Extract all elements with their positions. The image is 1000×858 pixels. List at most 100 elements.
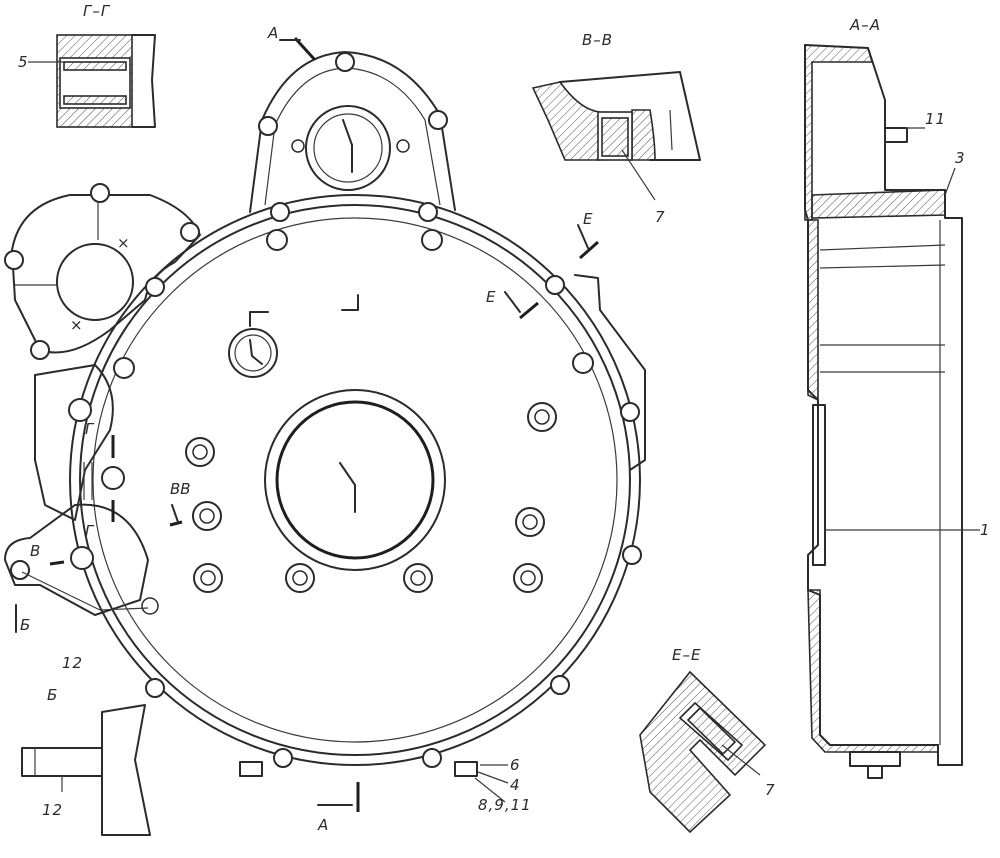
- callout-12-view: 12: [42, 801, 63, 819]
- section-g-g-break: [131, 34, 156, 128]
- section-e-e-body: [639, 670, 767, 834]
- section-a-a-outline: [804, 44, 963, 766]
- cut-a-top-mark: [293, 36, 317, 62]
- section-a-a-wall-bottom: [807, 589, 939, 753]
- leader-8-9-11: [474, 777, 506, 803]
- flange-bolt-hole: [620, 402, 640, 422]
- plug-12-hole: [141, 597, 159, 615]
- bolt-hole: [90, 183, 110, 203]
- section-v-v-body-right: [631, 109, 656, 161]
- section-g-g: Г–Г 5: [18, 2, 156, 128]
- section-v-v-edge: [669, 109, 673, 151]
- flange-bolt-hole: [550, 675, 570, 695]
- cut-a-bottom-label: А: [317, 816, 328, 834]
- callout-7-ee: 7: [765, 781, 776, 799]
- view-b-plug-12: [21, 747, 103, 777]
- bolt-hole: [68, 398, 92, 422]
- cross-mark: ×: [117, 234, 130, 252]
- inner-boss-hole: [200, 570, 216, 586]
- top-boss-opening-inner: [313, 113, 383, 183]
- callout-12-main: 12: [62, 654, 83, 672]
- inner-boss-hole: [292, 570, 308, 586]
- cut-g-lower-label: Г: [85, 522, 95, 540]
- section-v-v: В–В 7: [531, 31, 701, 226]
- inner-boss-hole: [199, 508, 215, 524]
- callout-11: 11: [925, 110, 946, 128]
- central-bore-inner: [275, 400, 435, 560]
- section-a-a-flange: [811, 189, 946, 219]
- cut-vv-label: ВВ: [170, 480, 191, 498]
- flange-bolt-hole: [622, 545, 642, 565]
- flange-bolt-hole: [266, 229, 288, 251]
- central-bore-outer: [264, 389, 446, 571]
- section-v-v-insert: [601, 117, 629, 157]
- inner-boss-hole: [534, 409, 550, 425]
- flange-bolt-hole: [421, 229, 443, 251]
- housing-flange-inner: [79, 204, 631, 756]
- section-e-e-insert: [686, 706, 737, 756]
- section-e-e-title: Е–Е: [672, 646, 701, 664]
- leader-7-vv: [621, 149, 656, 201]
- cut-e-upper-label: Е: [583, 210, 593, 228]
- callout-3: 3: [955, 149, 966, 167]
- inner-boss-hole: [192, 444, 208, 460]
- inner-boss-hole: [520, 570, 536, 586]
- cut-v-small-mark: [49, 560, 65, 566]
- cut-vv-mark: [169, 520, 183, 527]
- section-a-a-bottom-pad: [849, 751, 901, 767]
- section-v-v-body-left: [531, 81, 601, 161]
- left-lug: [34, 364, 114, 521]
- section-g-g-bushing: [63, 95, 127, 105]
- leader-12: [21, 571, 101, 611]
- view-corner-marker: [341, 294, 359, 311]
- housing-outer-flange: [69, 194, 641, 766]
- bolt-hole: [428, 110, 448, 130]
- view-corner-marker: [249, 311, 269, 327]
- section-a-a-rib: [819, 244, 946, 251]
- leader-12: [99, 607, 149, 611]
- section-a-a-stud: [884, 127, 908, 143]
- flange-bolt-hole: [273, 748, 293, 768]
- bolt-hole: [335, 52, 355, 72]
- central-bore-break-line: [339, 462, 356, 513]
- cut-v-small-label: В: [30, 542, 40, 560]
- callout-1: 1: [980, 521, 991, 539]
- section-a-a-wall-mid: [807, 219, 819, 402]
- flange-bolt-hole: [113, 357, 135, 379]
- cut-vv-arrow: [171, 504, 179, 523]
- callout-5: 5: [18, 53, 29, 71]
- section-g-g-title: Г–Г: [83, 2, 111, 20]
- inspection-break-line: [249, 339, 263, 365]
- cross-mark: ×: [70, 316, 83, 334]
- left-aux-boss-opening: [56, 243, 134, 321]
- bolt-hole: [30, 340, 50, 360]
- bottom-pad-left: [239, 761, 263, 777]
- section-v-v-title: В–В: [582, 31, 613, 49]
- top-boss-inner: [264, 67, 441, 206]
- cut-g-upper-label: Г: [85, 420, 95, 438]
- bolt-hole: [396, 139, 410, 153]
- flange-bolt-hole: [145, 277, 165, 297]
- section-a-a-bottom-bolt: [867, 765, 883, 779]
- inspection-opening: [228, 328, 278, 378]
- view-b-title: Б: [47, 686, 58, 704]
- right-lug: [574, 274, 646, 471]
- bolt-hole: [258, 116, 278, 136]
- top-boss-outline: [249, 51, 456, 213]
- cut-e-lower-mark: [519, 301, 539, 320]
- flange-bolt-hole: [422, 748, 442, 768]
- bolt-hole: [10, 560, 30, 580]
- section-e-e: Е–Е 7: [639, 646, 776, 834]
- inner-boss-hole: [522, 514, 538, 530]
- bolt-hole: [101, 466, 125, 490]
- callout-7-vv: 7: [655, 208, 666, 226]
- bolt-hole: [291, 139, 305, 153]
- lower-left-boss: [4, 503, 149, 616]
- section-a-a-gasket: [812, 404, 826, 566]
- leader-4: [477, 771, 509, 784]
- inner-boss-hole: [410, 570, 426, 586]
- cut-e-lower-label: Е: [486, 288, 496, 306]
- flange-bolt-hole: [418, 202, 438, 222]
- cut-e-upper-mark: [579, 240, 599, 260]
